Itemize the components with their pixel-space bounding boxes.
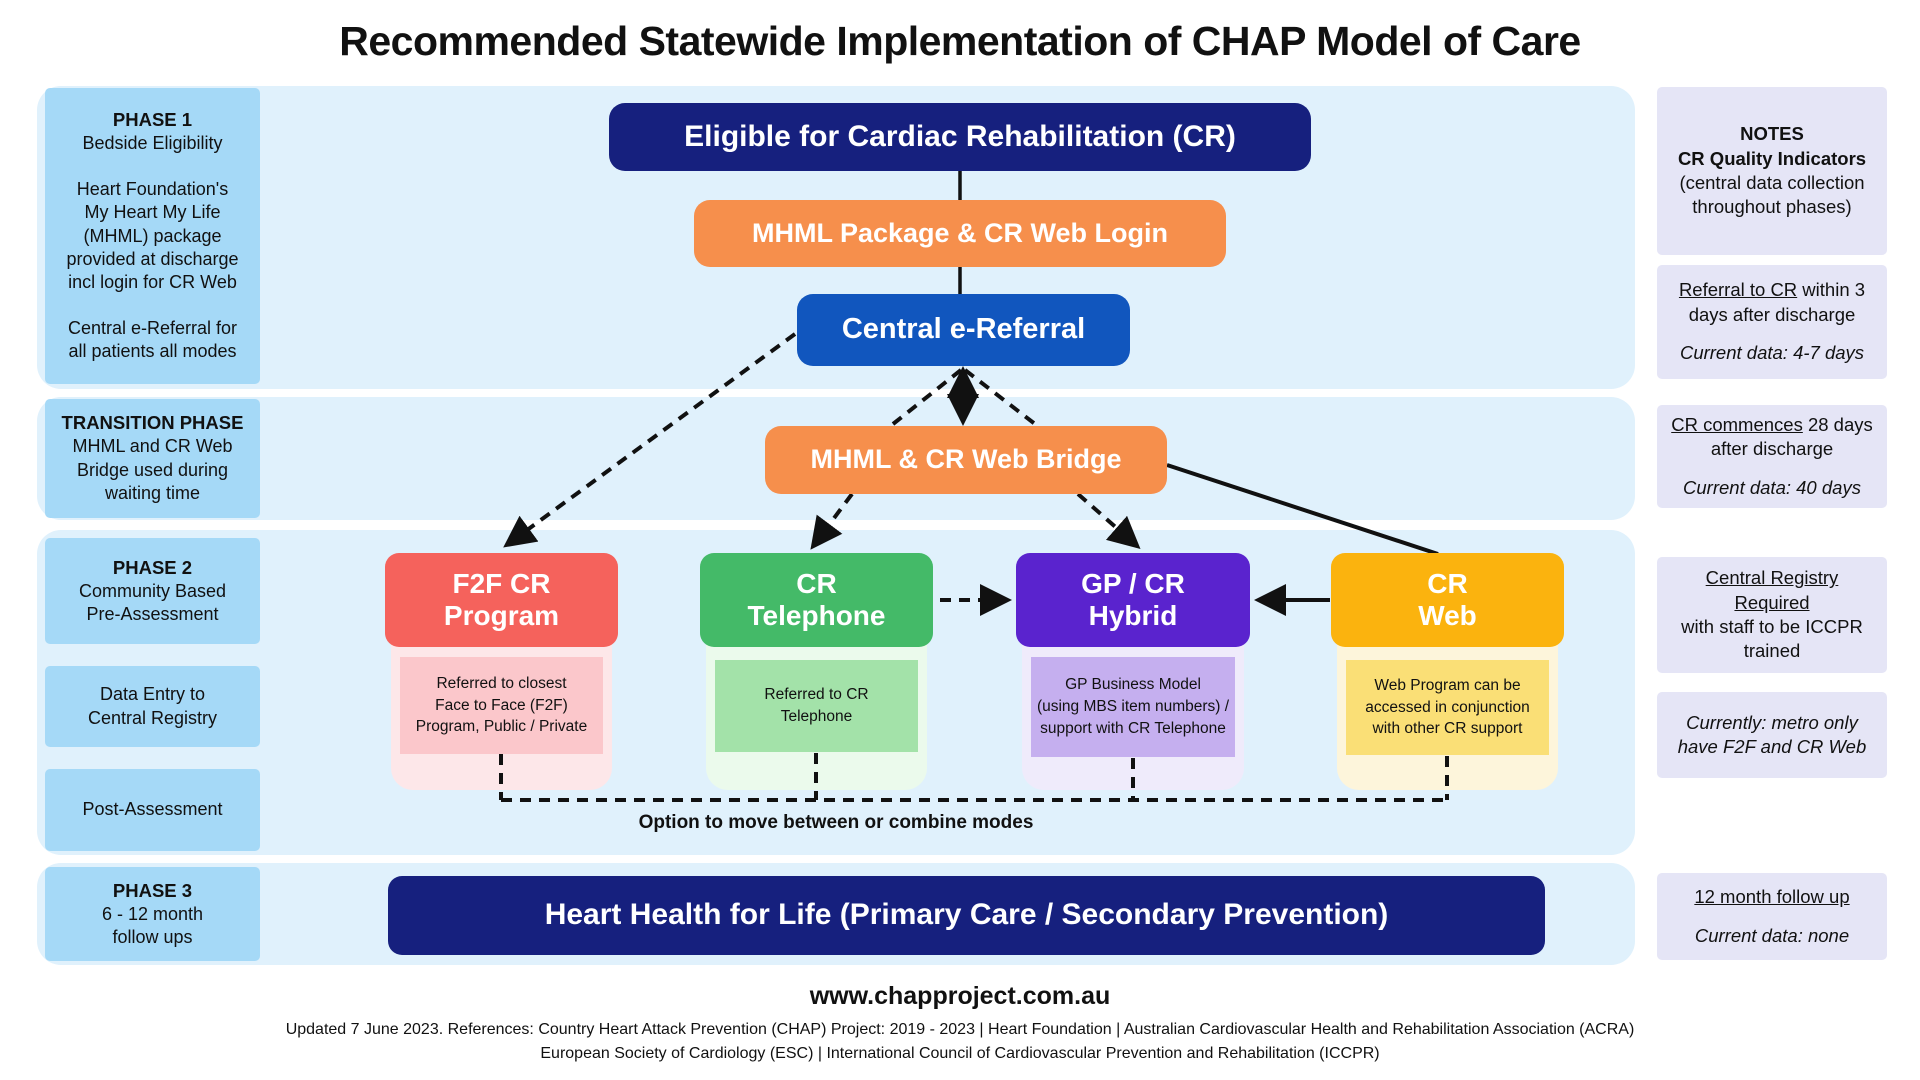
- note-referral-underlined: Referral to CR: [1678, 279, 1798, 301]
- web-box: CR Web: [1331, 553, 1564, 647]
- web-detail: Web Program can be accessed in conjuncti…: [1346, 660, 1549, 755]
- note-metro-text: Currently: metro only have F2F and CR We…: [1677, 711, 1867, 757]
- phase2-body: Community Based Pre-Assessment: [78, 580, 227, 625]
- website-url: www.chapproject.com.au: [809, 982, 1111, 1010]
- sidebar-phase2: PHASE 2 Community Based Pre-Assessment: [45, 538, 260, 644]
- post-assessment-body: Post-Assessment: [82, 799, 223, 820]
- note-registry-underlined: Central Registry Required: [1705, 567, 1839, 613]
- transition-body: MHML and CR Web Bridge used during waiti…: [72, 436, 233, 504]
- bridge-box: MHML & CR Web Bridge: [765, 426, 1167, 494]
- phase2-heading: PHASE 2: [112, 556, 193, 578]
- phase1-para1: Heart Foundation's My Heart My Life (MHM…: [66, 178, 239, 293]
- note-referral-current: Current data: 4-7 days: [1679, 342, 1865, 364]
- telephone-box: CR Telephone: [700, 553, 933, 647]
- sidebar-transition: TRANSITION PHASE MHML and CR Web Bridge …: [45, 399, 260, 518]
- f2f-box: F2F CR Program: [385, 553, 618, 647]
- transition-heading: TRANSITION PHASE: [61, 412, 244, 434]
- note-referral-text: Referral to CR within 3 days after disch…: [1679, 278, 1865, 327]
- telephone-detail: Referred to CR Telephone: [715, 660, 918, 752]
- phase1-para2: Central e-Referral for all patients all …: [67, 317, 238, 362]
- note-followup-current: Current data: none: [1694, 924, 1850, 946]
- note-header: NOTES CR Quality Indicators (central dat…: [1657, 87, 1887, 255]
- mhml-package-box: MHML Package & CR Web Login: [694, 200, 1226, 267]
- sidebar-data-entry: Data Entry to Central Registry: [45, 666, 260, 747]
- note-followup-underlined: 12 month follow up: [1694, 886, 1850, 908]
- note-referral-rest: within 3 days after discharge: [1688, 279, 1866, 325]
- phase3-heading: PHASE 3: [112, 879, 193, 901]
- note-referral: Referral to CR within 3 days after disch…: [1657, 265, 1887, 379]
- note-registry-rest: with staff to be ICCPR trained: [1681, 616, 1863, 662]
- dashed-arrow-bridge-to-telephone: [810, 492, 854, 550]
- data-entry-body: Data Entry to Central Registry: [87, 684, 218, 728]
- note-commence: CR commences 28 days after discharge Cur…: [1657, 405, 1887, 508]
- dashed-combine-modes-link: [499, 753, 1449, 802]
- sidebar-post-assessment: Post-Assessment: [45, 769, 260, 851]
- note-commence-text: CR commences 28 days after discharge: [1671, 413, 1873, 462]
- phase1-heading: PHASE 1: [112, 109, 193, 131]
- notes-subtitle: CR Quality Indicators: [1677, 147, 1867, 169]
- heart-health-box: Heart Health for Life (Primary Care / Se…: [388, 876, 1545, 955]
- f2f-detail: Referred to closest Face to Face (F2F) P…: [400, 657, 603, 754]
- notes-detail: (central data collection throughout phas…: [1679, 172, 1865, 218]
- central-ereferral-box: Central e-Referral: [797, 294, 1130, 366]
- dashed-arrow-bridge-to-hybrid: [1076, 492, 1141, 549]
- note-commence-rest: 28 days after discharge: [1710, 413, 1873, 460]
- line-bridge-to-web: [1166, 463, 1439, 556]
- option-note: Option to move between or combine modes: [638, 812, 1034, 833]
- note-registry: Central Registry Required with staff to …: [1657, 557, 1887, 673]
- page-title: Recommended Statewide Implementation of …: [339, 18, 1581, 64]
- references-line2: European Society of Cardiology (ESC) | I…: [540, 1045, 1380, 1062]
- dashed-arrow-ereferral-to-f2f: [503, 332, 797, 548]
- notes-title: NOTES: [1740, 123, 1804, 145]
- note-followup: 12 month follow up Current data: none: [1657, 873, 1887, 960]
- hybrid-box: GP / CR Hybrid: [1016, 553, 1250, 647]
- dashed-ereferral-bridge-right: [963, 368, 1037, 426]
- phase1-line1: Bedside Eligibility: [82, 133, 223, 154]
- note-commence-current: Current data: 40 days: [1683, 476, 1861, 498]
- hybrid-detail: GP Business Model (using MBS item number…: [1031, 657, 1235, 757]
- references-line1: Updated 7 June 2023. References: Country…: [285, 1021, 1635, 1038]
- note-commence-underlined: CR commences: [1671, 413, 1803, 435]
- phase3-body: 6 - 12 month follow ups: [101, 903, 204, 948]
- sidebar-phase1: PHASE 1 Bedside Eligibility Heart Founda…: [45, 88, 260, 384]
- note-metro: Currently: metro only have F2F and CR We…: [1657, 692, 1887, 778]
- dashed-ereferral-bridge-left: [891, 368, 963, 426]
- eligible-box: Eligible for Cardiac Rehabilitation (CR): [609, 103, 1311, 171]
- sidebar-phase3: PHASE 3 6 - 12 month follow ups: [45, 867, 260, 961]
